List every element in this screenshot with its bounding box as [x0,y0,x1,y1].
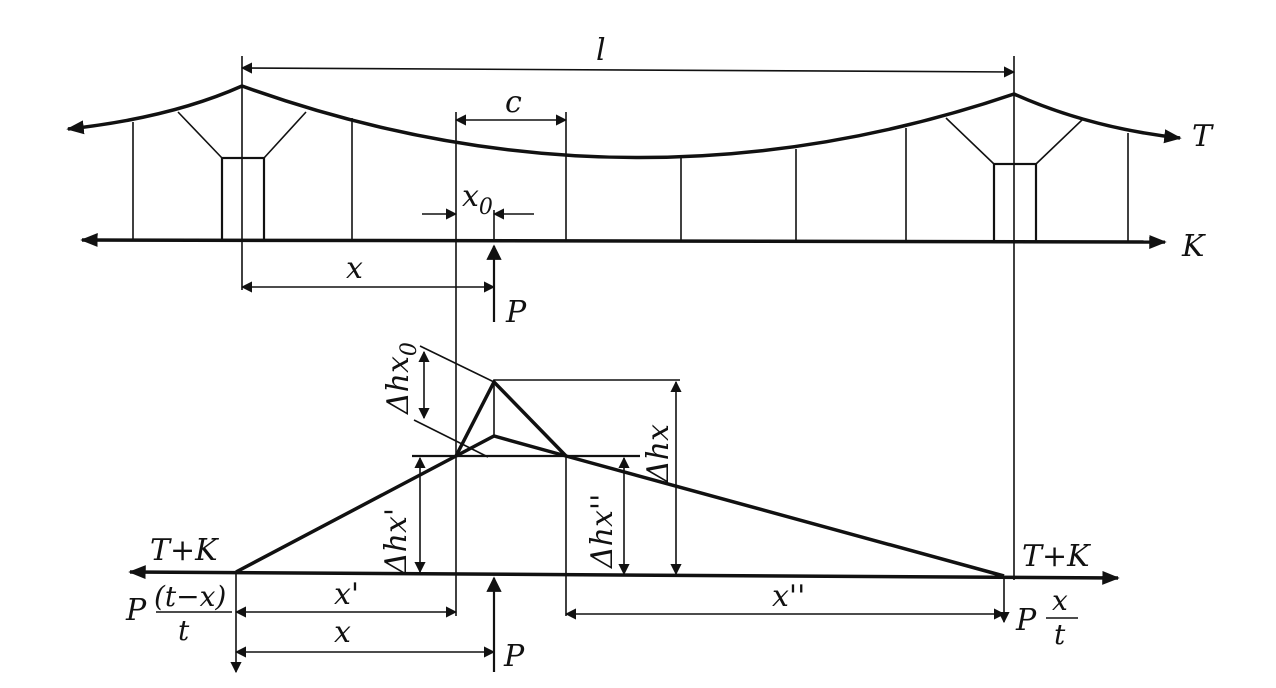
label-dhx: Δhx [641,424,676,483]
svg-text:x: x [1052,584,1068,617]
label-x-prime: x' [334,577,359,612]
label-x-bottom: x [334,615,351,650]
label-x0: x0 [462,179,493,220]
svg-text:P: P [125,593,147,628]
label-K: K [1181,229,1206,264]
bridge-structure [66,56,1182,580]
label-dhx0: Δhx0 [381,342,422,415]
dimension-x0 [422,208,534,242]
label-P-bottom: P [503,639,525,674]
svg-text:P: P [1015,603,1037,638]
label-dhx-prime: Δhx' [379,508,414,575]
label-TK-left: T+K [150,533,219,568]
back-stay-right [1013,92,1182,144]
label-P-top: P [505,295,527,330]
label-dhx-dprime: Δhx'' [585,494,620,569]
label-x-dprime: x'' [772,579,805,614]
pylon-right [945,117,1083,244]
main-cable [241,84,1015,160]
svg-text:t: t [178,614,190,647]
label-x-top: x [346,251,363,286]
reaction-right: P x t [1015,584,1078,651]
dimension-span-l [240,62,1016,78]
hangers [132,118,1129,242]
reaction-left: P (t−x) t [125,580,232,647]
label-TK-right: T+K [1022,539,1091,574]
label-c: c [505,85,522,120]
back-stay-left [66,84,243,135]
svg-text:(t−x): (t−x) [154,580,226,613]
svg-text:t: t [1054,618,1066,651]
label-span-l: l [596,33,606,68]
pylon-left [177,111,307,242]
label-T: T [1192,119,1214,154]
